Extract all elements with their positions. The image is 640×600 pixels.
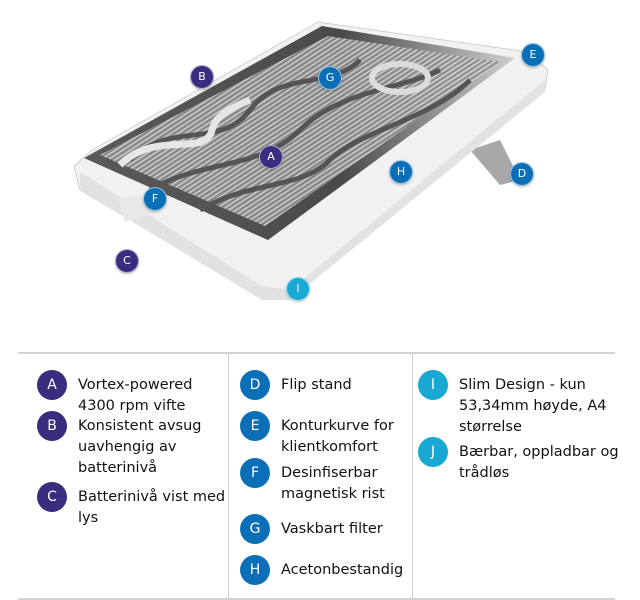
legend-item-b: B Konsistent avsug uavhengig av batterini… <box>37 411 228 479</box>
product-illustration: A B C D E F G H I <box>73 21 549 301</box>
legend-item-j: J Bærbar, oppladbar og trådløs <box>418 437 629 484</box>
legend-badge: C <box>37 482 67 512</box>
legend-badge: F <box>240 458 270 488</box>
legend-badge: E <box>240 411 270 441</box>
legend-item-a: A Vortex-powered 4300 rpm vifte <box>37 370 228 417</box>
legend-badge: J <box>418 437 448 467</box>
marker-d: D <box>510 162 534 186</box>
legend-badge: I <box>418 370 448 400</box>
marker-h: H <box>389 160 413 184</box>
legend-badge: G <box>240 514 270 544</box>
legend-badge: B <box>37 411 67 441</box>
legend-label: Desinfiserbar magnetisk rist <box>281 465 385 502</box>
stand-leg <box>470 140 520 185</box>
marker-i: I <box>286 277 310 301</box>
legend-badge: A <box>37 370 67 400</box>
legend-label: Konsistent avsug uavhengig av batteriniv… <box>78 418 202 476</box>
legend-item-c: C Batterinivå vist med lys <box>37 482 228 529</box>
legend-item-i: I Slim Design - kun 53,34mm høyde, A4 stø… <box>418 370 629 438</box>
legend-label: Konturkurve for klientkomfort <box>281 418 394 455</box>
legend-label: Acetonbestandig <box>281 562 404 578</box>
marker-f: F <box>143 187 167 211</box>
legend-item-e: E Konturkurve for klientkomfort <box>240 411 431 458</box>
column-divider <box>412 354 413 598</box>
column-divider <box>228 354 229 598</box>
nail-dust-collector-image <box>73 21 549 300</box>
legend-label: Vaskbart filter <box>281 521 383 537</box>
marker-b: B <box>190 65 214 89</box>
marker-c: C <box>115 249 139 273</box>
legend-label: Batterinivå vist med lys <box>78 489 226 526</box>
marker-e: E <box>521 43 545 67</box>
legend-label: Flip stand <box>281 377 352 393</box>
legend-item-f: F Desinfiserbar magnetisk rist <box>240 458 431 505</box>
legend-badge: D <box>240 370 270 400</box>
legend-label: Slim Design - kun 53,34mm høyde, A4 stør… <box>459 377 607 435</box>
marker-g: G <box>318 66 342 90</box>
legend-label: Vortex-powered 4300 rpm vifte <box>78 377 193 414</box>
legend-label: Bærbar, oppladbar og trådløs <box>459 444 619 481</box>
marker-a: A <box>259 145 283 169</box>
legend-item-h: H Acetonbestandig <box>240 555 431 585</box>
legend-item-d: D Flip stand <box>240 370 431 400</box>
legend-item-g: G Vaskbart filter <box>240 514 431 544</box>
legend-badge: H <box>240 555 270 585</box>
